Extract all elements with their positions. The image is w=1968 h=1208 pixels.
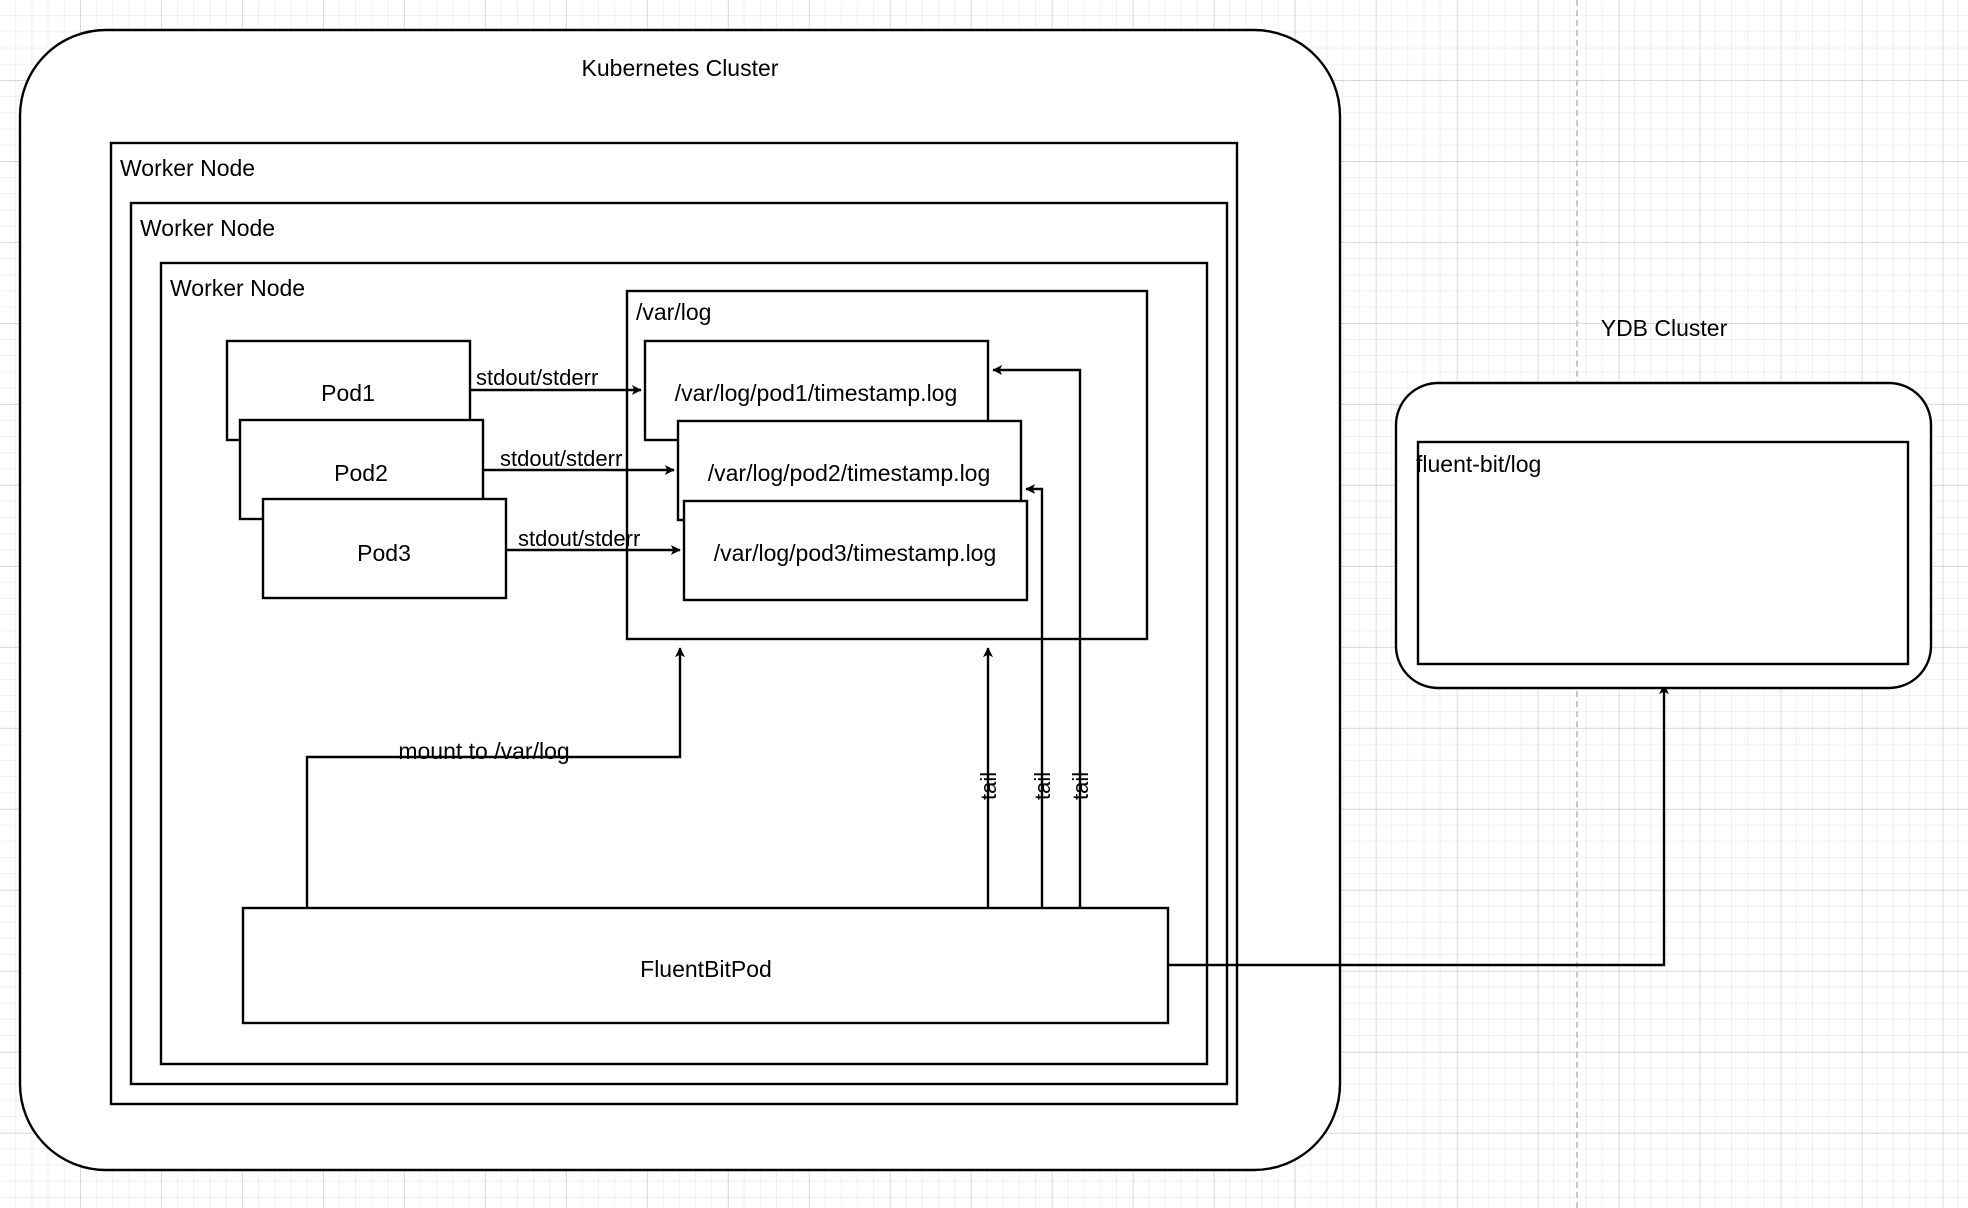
edge-label-stdout-stderr-3: stdout/stderr [518,526,641,551]
pod-3-label: Pod3 [357,540,411,566]
ydb-table-shape [1416,440,1910,666]
pod-3-shape [261,497,508,600]
tail-edge-label-2: tail [1030,771,1055,800]
edge-tail-2 [1025,484,1044,908]
worker-node-1-label: Worker Node [120,155,256,181]
fluentbit-pod-label: FluentBitPod [640,956,772,982]
edge-fluentbit-to-ydb [1168,684,1669,967]
tail-edge-label-1: tail [976,771,1001,800]
ydb-table-label: fluent-bit/log [1416,451,1542,477]
logfile-2-label: /var/log/pod2/timestamp.log [707,460,991,486]
k8s-cluster-title: Kubernetes Cluster [581,55,779,81]
logfile-3-label: /var/log/pod3/timestamp.log [713,540,997,566]
pod-2-label: Pod2 [334,460,388,486]
worker-node-2-label: Worker Node [140,215,276,241]
logfile-3-shape [682,499,1029,602]
fluentbit-pod-shape [241,906,1170,1025]
logfile-1-label: /var/log/pod1/timestamp.log [674,380,958,406]
edge-label-stdout-stderr-2: stdout/stderr [500,446,623,471]
edge-label-stdout-stderr-1: stdout/stderr [476,365,599,390]
pod-1-label: Pod1 [321,380,375,406]
ydb-cluster-title: YDB Cluster [1600,315,1728,341]
tail-edge-label-3: tail [1068,771,1093,800]
edge-fluentbit-mount-to-varlog [305,647,685,908]
worker-node-3-label: Worker Node [170,275,306,301]
mount-edge-label: mount to /var/log [398,738,570,764]
edge-tail-3 [992,365,1082,908]
varlog-label: /var/log [636,299,712,325]
